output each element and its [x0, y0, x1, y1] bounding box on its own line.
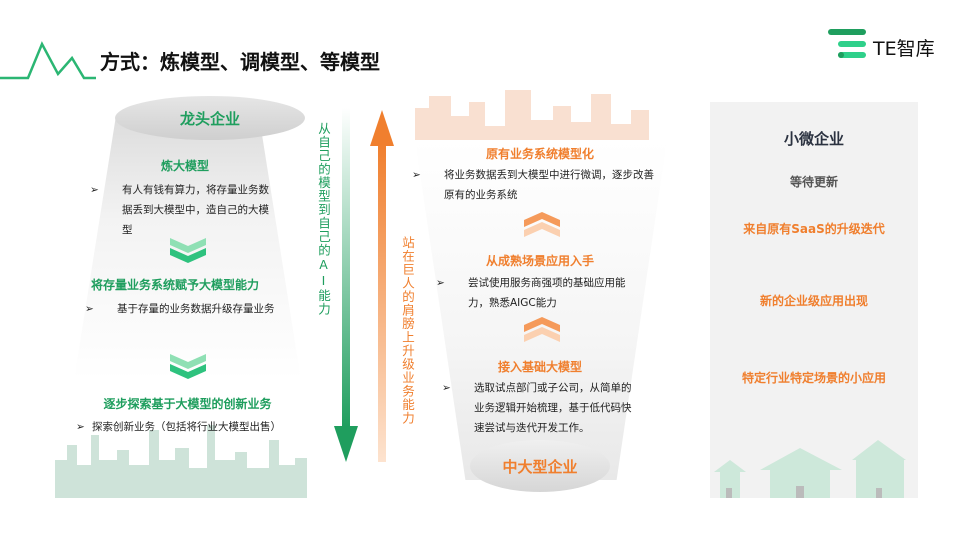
left-funnel-top [115, 96, 305, 140]
chevron-down-icon [170, 354, 206, 379]
middle-title: 中大型企业 [502, 458, 578, 476]
left-stage-2-text: ➢基于存量的业务数据升级存量业务 [85, 303, 275, 315]
up-arrow-icon [370, 110, 394, 462]
right-panel [710, 102, 918, 498]
middle-stage-3-heading: 接入基础大模型 [497, 360, 582, 374]
down-arrow-icon [334, 108, 358, 462]
right-item-2: 新的企业级应用出现 [759, 294, 868, 308]
chevron-up-icon [524, 317, 560, 342]
middle-stage-2-heading: 从成熟场景应用入手 [485, 254, 594, 268]
right-item-1: 来自原有SaaS的升级迭代 [743, 222, 885, 236]
logo-icon [828, 29, 866, 58]
middle-stage-1-heading: 原有业务系统模型化 [485, 147, 594, 161]
right-title: 小微企业 [783, 130, 844, 148]
mountain-line-icon [0, 41, 96, 80]
left-arrow-label: 从自己的模型到自己的AI能力 [316, 122, 331, 316]
right-subtitle: 等待更新 [789, 175, 838, 189]
left-stage-1-heading: 炼大模型 [160, 159, 209, 173]
left-stage-1-text: ➢有人有钱有算力，将存量业务数据丢到大模型中，造自己的大模型 [90, 184, 269, 236]
left-stage-2-heading: 将存量业务系统赋予大模型能力 [90, 278, 259, 292]
left-stage-3-heading: 逐步探索基于大模型的创新业务 [103, 397, 272, 411]
right-item-3: 特定行业特定场景的小应用 [741, 371, 886, 385]
houses-illustration [714, 440, 906, 498]
left-title: 龙头企业 [179, 110, 240, 128]
left-stage-3-text: ➢探索创新业务（包括将行业大模型出售） [76, 421, 281, 433]
middle-funnel-bottom [470, 440, 610, 492]
page-title: 方式：炼模型、调模型、等模型 [100, 50, 380, 74]
logo-text: TE智库 [873, 38, 935, 60]
middle-stage-2-text: ➢尝试使用服务商强项的基础应用能力，熟悉AIGC能力 [436, 277, 626, 309]
middle-stage-1-text: ➢将业务数据丢到大模型中进行微调，逐步改善原有的业务系统 [412, 169, 654, 201]
chevron-down-icon [170, 238, 206, 263]
middle-arrow-label: 站在巨人的肩膀上升级业务能力 [400, 236, 415, 425]
middle-stage-3-text: ➢选取试点部门或子公司，从简单的业务逻辑开始梳理，基于低代码快速尝试与迭代开发工… [442, 382, 632, 434]
chevron-up-icon [524, 212, 560, 237]
city-skyline-middle [415, 90, 649, 140]
city-skyline-left [55, 425, 307, 498]
